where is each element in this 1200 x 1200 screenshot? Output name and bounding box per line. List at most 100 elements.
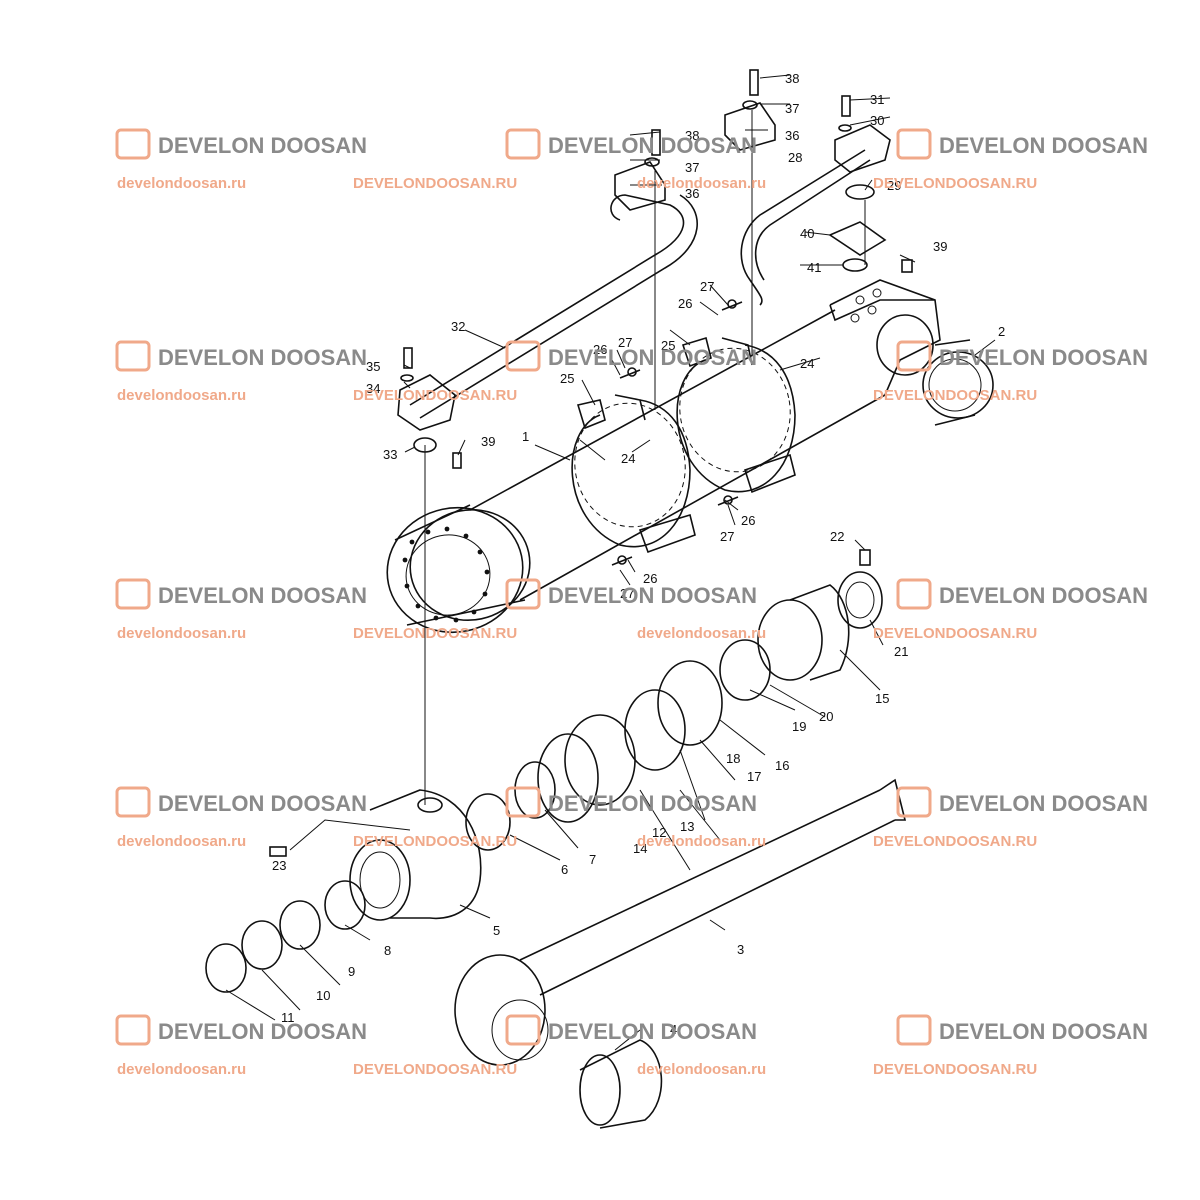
label-26c: 26	[741, 513, 755, 528]
label-36a: 36	[685, 186, 699, 201]
label-27c: 27	[720, 529, 734, 544]
watermark-url: develondoosan.ru	[117, 1061, 246, 1078]
svg-text:DEVELON DOOSAN: DEVELON DOOSAN	[158, 791, 367, 816]
label-28: 28	[788, 150, 802, 165]
label-27a: 27	[618, 335, 632, 350]
watermark-url: DEVELONDOOSAN.RU	[353, 387, 517, 404]
label-26b: 26	[678, 296, 692, 311]
watermark-logo: DEVELON DOOSAN	[505, 340, 757, 372]
label-26a: 26	[593, 342, 607, 357]
watermark-logo: DEVELON DOOSAN	[115, 578, 367, 610]
label-39b: 39	[481, 434, 495, 449]
svg-text:DEVELON DOOSAN: DEVELON DOOSAN	[548, 133, 757, 158]
watermark-url: DEVELONDOOSAN.RU	[353, 625, 517, 642]
label-24b: 24	[621, 451, 635, 466]
label-2: 2	[998, 324, 1005, 339]
watermark-url: develondoosan.ru	[637, 1061, 766, 1078]
bushing-2	[922, 339, 994, 426]
watermark-url: DEVELONDOOSAN.RU	[353, 175, 517, 192]
watermark-logo: DEVELON DOOSAN	[896, 786, 1148, 818]
label-33: 33	[383, 447, 397, 462]
label-32: 32	[451, 319, 465, 334]
watermark-url: develondoosan.ru	[117, 625, 246, 642]
watermark-logo: DEVELON DOOSAN	[896, 1014, 1148, 1046]
rod-cover-5	[349, 789, 482, 921]
label-8: 8	[384, 943, 391, 958]
flange-holes	[402, 526, 490, 623]
rod-assembly	[454, 778, 907, 1129]
svg-text:DEVELON DOOSAN: DEVELON DOOSAN	[548, 583, 757, 608]
label-6: 6	[561, 862, 568, 877]
watermark-url: DEVELONDOOSAN.RU	[873, 625, 1037, 642]
label-25b: 25	[661, 338, 675, 353]
label-17: 17	[747, 769, 761, 784]
label-4: 4	[670, 1022, 677, 1037]
piston-assembly	[719, 571, 883, 701]
leader-lines	[225, 74, 996, 1051]
watermark-logo: DEVELON DOOSAN	[505, 786, 757, 818]
label-38b: 38	[785, 71, 799, 86]
label-25a: 25	[560, 371, 574, 386]
label-20: 20	[819, 709, 833, 724]
label-39a: 39	[933, 239, 947, 254]
watermark-logo: DEVELON DOOSAN	[505, 1014, 757, 1046]
svg-text:DEVELON DOOSAN: DEVELON DOOSAN	[548, 791, 757, 816]
label-11: 11	[281, 1010, 295, 1025]
label-24a: 24	[800, 356, 814, 371]
svg-text:DEVELON DOOSAN: DEVELON DOOSAN	[939, 345, 1148, 370]
watermark-url: DEVELONDOOSAN.RU	[353, 1061, 517, 1078]
watermark-url: develondoosan.ru	[117, 833, 246, 850]
label-22: 22	[830, 529, 844, 544]
label-15: 15	[875, 691, 889, 706]
svg-text:DEVELON DOOSAN: DEVELON DOOSAN	[548, 1019, 757, 1044]
label-23: 23	[272, 858, 286, 873]
clamp-36a	[614, 161, 666, 211]
watermark-logo: DEVELON DOOSAN	[896, 340, 1148, 372]
watermark-url: DEVELONDOOSAN.RU	[873, 833, 1037, 850]
label-14: 14	[633, 841, 647, 856]
watermark-logo: DEVELON DOOSAN	[115, 128, 367, 160]
bolts	[269, 69, 913, 857]
label-13: 13	[680, 819, 694, 834]
oring-29	[845, 184, 875, 200]
label-18: 18	[726, 751, 740, 766]
watermark-logo: DEVELON DOOSAN	[115, 786, 367, 818]
label-38a: 38	[685, 128, 699, 143]
watermarks: DEVELON DOOSAN develondoosan.ru DEVELON …	[115, 128, 1148, 1078]
watermark-url: DEVELONDOOSAN.RU	[873, 387, 1037, 404]
label-27b: 27	[700, 279, 714, 294]
watermark-url: develondoosan.ru	[637, 175, 766, 192]
label-9: 9	[348, 964, 355, 979]
watermark-url: DEVELONDOOSAN.RU	[873, 175, 1037, 192]
label-36b: 36	[785, 128, 799, 143]
label-26d: 26	[643, 571, 657, 586]
svg-text:DEVELON DOOSAN: DEVELON DOOSAN	[548, 345, 757, 370]
label-19: 19	[792, 719, 806, 734]
part-labels: 1 2 3 4 5 6 7 8 9 10 11 12 13 14 15 16 1…	[272, 71, 1005, 1037]
watermark-url: develondoosan.ru	[637, 625, 766, 642]
svg-text:DEVELON DOOSAN: DEVELON DOOSAN	[939, 583, 1148, 608]
svg-text:DEVELON DOOSAN: DEVELON DOOSAN	[939, 1019, 1148, 1044]
watermark-logo: DEVELON DOOSAN	[896, 128, 1148, 160]
label-10: 10	[316, 988, 330, 1003]
label-1: 1	[522, 429, 529, 444]
watermark-url: develondoosan.ru	[637, 833, 766, 850]
label-5: 5	[493, 923, 500, 938]
watermark-logo: DEVELON DOOSAN	[115, 1014, 367, 1046]
svg-text:DEVELON DOOSAN: DEVELON DOOSAN	[158, 583, 367, 608]
label-29: 29	[887, 178, 901, 193]
label-7: 7	[589, 852, 596, 867]
seals-rod-side	[205, 660, 723, 993]
svg-text:DEVELON DOOSAN: DEVELON DOOSAN	[158, 133, 367, 158]
watermark-url: develondoosan.ru	[117, 387, 246, 404]
label-34: 34	[366, 381, 380, 396]
label-16: 16	[775, 758, 789, 773]
svg-text:DEVELON DOOSAN: DEVELON DOOSAN	[939, 791, 1148, 816]
label-37b: 37	[785, 101, 799, 116]
label-30: 30	[870, 113, 884, 128]
watermark-logo: DEVELON DOOSAN	[115, 340, 367, 372]
watermark-url: DEVELONDOOSAN.RU	[353, 833, 517, 850]
svg-text:DEVELON DOOSAN: DEVELON DOOSAN	[158, 345, 367, 370]
watermark-logo: DEVELON DOOSAN	[896, 578, 1148, 610]
